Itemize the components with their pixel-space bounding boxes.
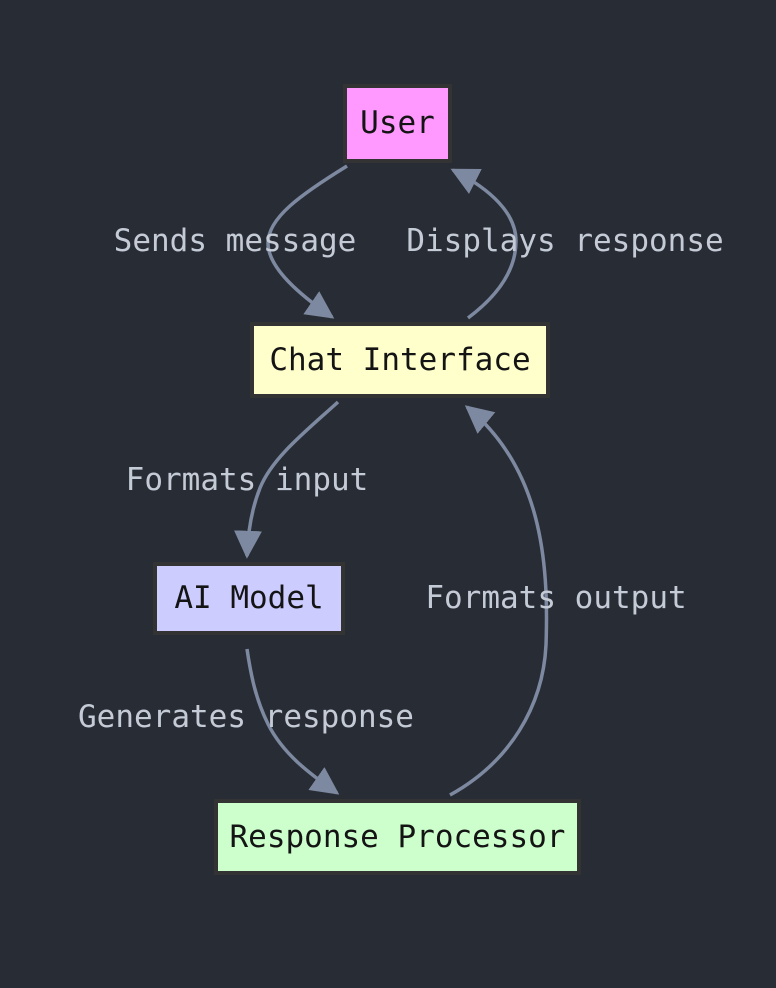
edge-label-sends-message: Sends message: [113, 222, 357, 259]
node-ai-model: AI Model: [153, 562, 345, 635]
node-user-label: User: [360, 105, 435, 141]
edge-label-formats-output: Formats output: [425, 579, 687, 616]
edge-label-displays-response: Displays response: [406, 222, 724, 259]
edge-user-to-chat-interface: [266, 164, 348, 319]
node-ai-model-label: AI Model: [174, 580, 324, 616]
edge-ai-model-to-response-processor: [245, 648, 340, 795]
node-response-processor: Response Processor: [214, 799, 581, 875]
edge-label-formats-input: Formats input: [125, 461, 369, 498]
node-response-processor-label: Response Processor: [229, 818, 566, 855]
edge-chat-interface-to-user: [450, 168, 518, 320]
node-chat-interface: Chat Interface: [250, 322, 550, 398]
edge-label-generates-response: Generates response: [78, 698, 414, 735]
edge-chat-interface-to-ai-model: [233, 400, 340, 559]
node-chat-interface-label: Chat Interface: [269, 341, 531, 378]
node-user: User: [343, 84, 452, 163]
edge-response-processor-to-chat-interface: [449, 405, 549, 797]
